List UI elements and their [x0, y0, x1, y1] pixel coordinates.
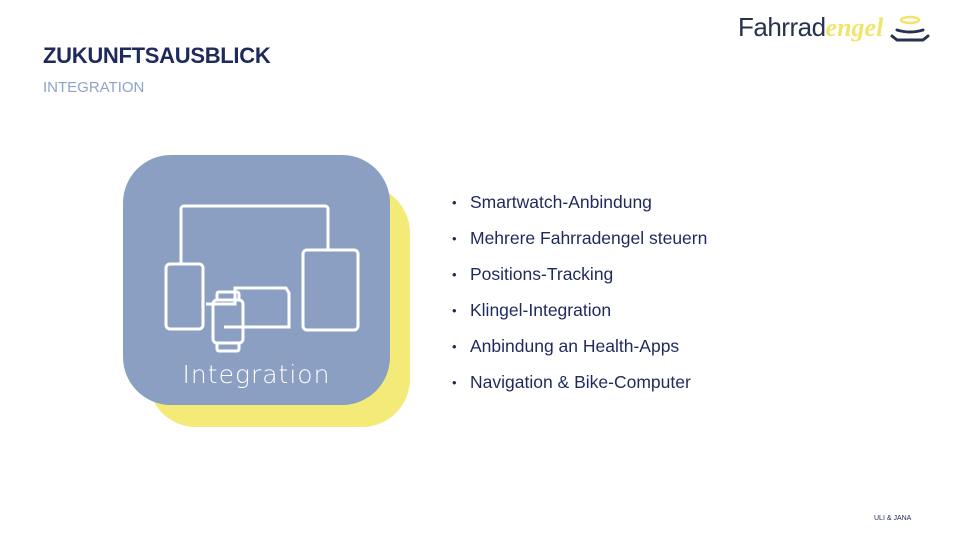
list-item: •Mehrere Fahrradengel steuern [452, 228, 708, 248]
integration-illustration: Integration [123, 155, 390, 405]
devices-icon [164, 204, 360, 353]
logo-text-fahrrad: Fahrrad [738, 12, 826, 42]
halo-icon [890, 15, 930, 41]
illustration-label: Integration [182, 360, 331, 389]
page-subtitle: INTEGRATION [43, 79, 145, 96]
list-item: •Smartwatch-Anbindung [452, 192, 652, 212]
feature-list: •Smartwatch-Anbindung •Mehrere Fahrraden… [452, 192, 707, 408]
list-item: •Anbindung an Health-Apps [452, 336, 680, 356]
list-item: •Klingel-Integration [452, 300, 612, 320]
logo: Fahrrad engel [738, 12, 931, 43]
list-item: •Navigation & Bike-Computer [452, 372, 691, 392]
list-item: •Positions-Tracking [452, 264, 614, 284]
footer-authors: ULI & JANA [874, 515, 912, 522]
logo-text-engel: engel [825, 12, 884, 42]
page-title: ZUKUNFTSAUSBLICK [43, 43, 271, 68]
